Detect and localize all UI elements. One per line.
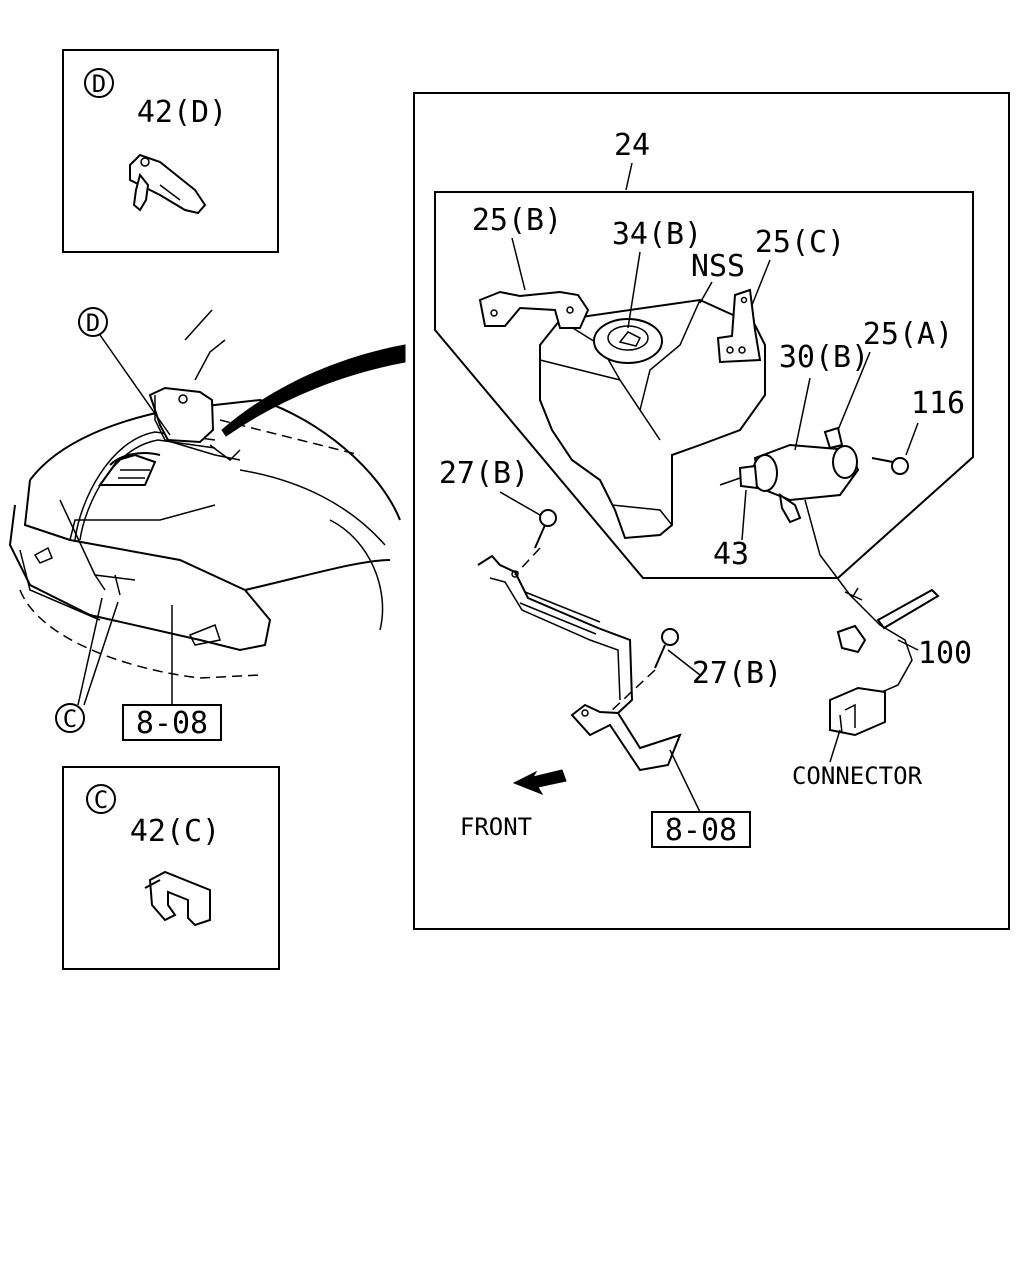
detail-d-callout-circle bbox=[84, 68, 114, 98]
detail-c-part-label: 42(C) bbox=[130, 814, 220, 849]
bolt-27b-bottom bbox=[609, 628, 679, 713]
mounting-bracket bbox=[477, 554, 682, 772]
part-label-25c: 25(C) bbox=[755, 225, 845, 260]
part-label-100: 100 bbox=[918, 636, 972, 671]
detail-d-frame bbox=[62, 49, 279, 253]
part-label-nss: NSS bbox=[691, 249, 745, 284]
main-frame bbox=[413, 92, 1010, 930]
detail-d-panel: D 42(D) bbox=[62, 49, 279, 253]
main-ref-box-label: 8-08 bbox=[665, 813, 737, 848]
screw-116 bbox=[871, 457, 909, 475]
clip-42d-drawing bbox=[129, 153, 207, 215]
vehicle-callout-d-letter: D bbox=[86, 309, 100, 337]
detail-c-letter: C bbox=[94, 786, 108, 814]
detail-c-callout-circle bbox=[86, 784, 116, 814]
detail-d-part-label: 42(D) bbox=[137, 95, 227, 130]
part-label-27b-bottom: 27(B) bbox=[692, 656, 782, 691]
vehicle-callout-c-letter: C bbox=[63, 705, 77, 733]
part-label-30b: 30(B) bbox=[779, 340, 869, 375]
part-label-34b: 34(B) bbox=[612, 217, 702, 252]
vehicle-ref-box-label: 8-08 bbox=[136, 706, 208, 741]
front-arrow-icon bbox=[512, 769, 567, 795]
part-label-24: 24 bbox=[614, 128, 650, 163]
vehicle-callout-d bbox=[78, 307, 108, 337]
part-label-25a: 25(A) bbox=[863, 317, 953, 352]
bracket-25c bbox=[716, 288, 762, 364]
detail-d-letter: D bbox=[92, 70, 106, 98]
vehicle-ref-box[interactable] bbox=[122, 704, 222, 741]
detail-c-panel: C 42(C) bbox=[62, 766, 280, 970]
main-detail-panel: 24 25(B) 25( bbox=[413, 92, 1010, 930]
main-ref-box[interactable] bbox=[651, 811, 751, 848]
washer-tank bbox=[539, 298, 766, 540]
vehicle-front-view: D C 8-08 bbox=[8, 307, 406, 741]
detail-c-frame bbox=[62, 766, 280, 970]
part-label-connector: CONNECTOR bbox=[792, 762, 923, 790]
bracket-25b bbox=[478, 290, 590, 329]
part-label-27b-top: 27(B) bbox=[439, 456, 529, 491]
clip-42c-drawing bbox=[144, 870, 211, 927]
part-label-25b: 25(B) bbox=[472, 203, 562, 238]
grommet-25a bbox=[823, 426, 844, 450]
wiring-harness bbox=[804, 499, 940, 696]
connector bbox=[829, 686, 886, 737]
vehicle-callout-c bbox=[55, 703, 85, 733]
washer-pump bbox=[719, 443, 860, 524]
bolt-27b-top bbox=[514, 509, 557, 576]
part-label-43: 43 bbox=[713, 537, 749, 572]
front-label: FRONT bbox=[460, 813, 532, 841]
part-label-116: 116 bbox=[911, 386, 965, 421]
